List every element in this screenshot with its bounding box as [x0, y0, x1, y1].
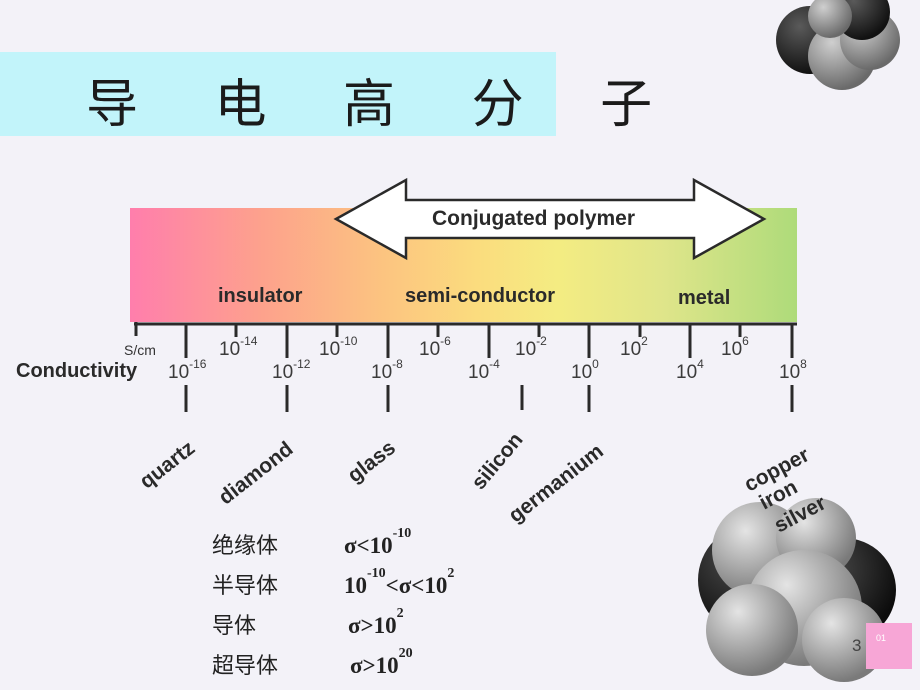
molecule-image-bottom: [698, 498, 896, 682]
tick-label-lower: 10-8: [371, 357, 403, 383]
slide-title: 导 电 高 分 子: [86, 75, 683, 135]
axis-unit: S/cm: [124, 342, 156, 358]
tick-label-lower: 10-16: [168, 357, 207, 383]
molecule-image-top: [776, 0, 900, 90]
conjugated-polymer-arrow: [333, 177, 767, 261]
band-label-insulator: insulator: [218, 285, 303, 307]
tick-label-lower: 10-4: [468, 357, 500, 383]
arrow-label: Conjugated polymer: [432, 207, 636, 230]
tick-label-upper: 102: [620, 334, 648, 360]
tick-label-upper: 10-6: [419, 334, 451, 360]
band-label-metal: metal: [678, 287, 731, 309]
corner-tag-text: 01: [876, 633, 887, 643]
axis-name: Conductivity: [16, 360, 138, 382]
corner-tag-box: 01: [866, 623, 912, 669]
title-band: [0, 52, 556, 136]
tick-label-lower: 100: [571, 357, 599, 383]
band-label-semiconductor: semi-conductor: [405, 285, 556, 307]
tick-label-lower: 104: [676, 357, 704, 383]
tick-label-lower: 10-12: [272, 357, 311, 383]
tick-label-upper: 10-2: [515, 334, 547, 360]
tick-label-lower: 108: [779, 357, 807, 383]
tick-label-upper: 106: [721, 334, 749, 360]
tick-label-upper: 10-14: [219, 334, 258, 360]
tick-label-upper: 10-10: [319, 334, 358, 360]
page-number: 3: [852, 636, 862, 655]
